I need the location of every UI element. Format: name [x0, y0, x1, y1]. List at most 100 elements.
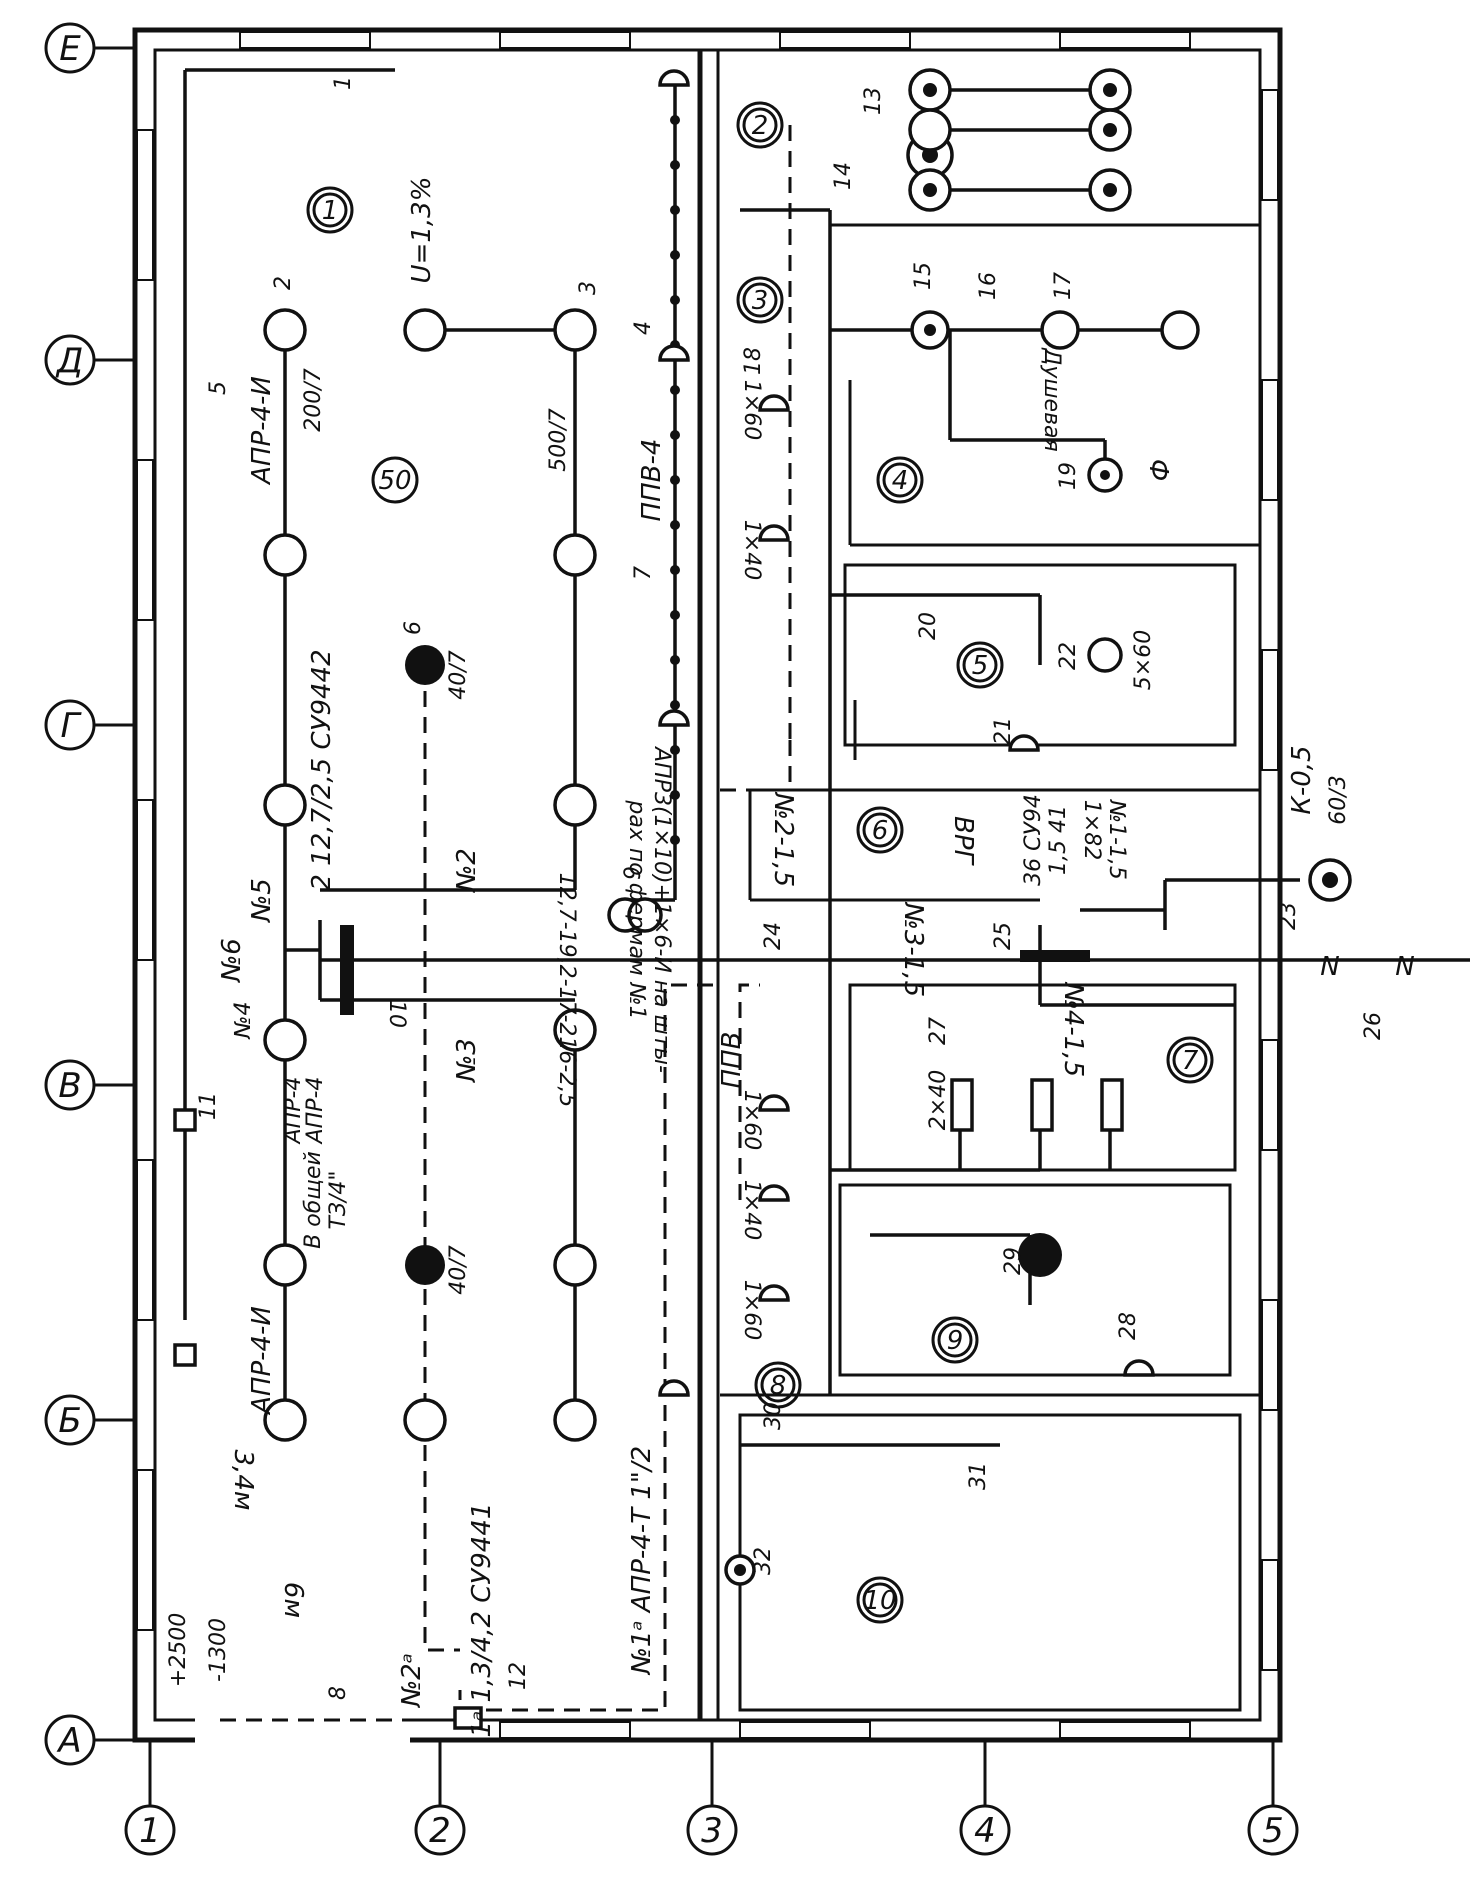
item-9: 9	[621, 866, 646, 880]
lamp-filled	[405, 645, 445, 685]
label-n1-15: №1-1,5	[1104, 799, 1129, 880]
room-9: 9	[947, 1326, 964, 1356]
label-apr3: АПР3(1×10)+1×6-И на шты-	[649, 745, 674, 1073]
item-13: 13	[861, 87, 886, 115]
label-dim-34: 3,4м	[228, 1450, 258, 1511]
label-common: В общей	[301, 1151, 326, 1249]
room-10: 10	[863, 1586, 896, 1616]
label-n3-15: №3-1,5	[898, 901, 928, 997]
room-2: 2	[752, 111, 769, 141]
label-ppv4: ППВ-4	[637, 439, 667, 522]
label-n3: №3	[452, 1038, 482, 1084]
label-su94: 36 СУ94	[1021, 794, 1046, 886]
label-nn2: N	[1395, 952, 1414, 982]
label-n2-15: №2-1,5	[768, 791, 798, 887]
label-x60c: 1×60	[739, 1280, 764, 1340]
lamp	[553, 1243, 597, 1287]
item-3: 3	[576, 281, 601, 295]
distribution-board	[340, 925, 354, 1015]
label-n2a: №2ᵃ	[397, 1653, 427, 1709]
item-15: 15	[911, 262, 936, 290]
label-x40a: 1×40	[739, 520, 764, 580]
axis-3: 3	[701, 1811, 723, 1851]
item-27: 27	[926, 1017, 951, 1045]
item-numbers: 1 2 3 4 5 6 7 8 9 10 11 12 13 14 15 16 1…	[196, 76, 1386, 1700]
item-32: 32	[751, 1547, 776, 1575]
room-7: 7	[1182, 1046, 1199, 1076]
item-1: 1	[331, 76, 356, 90]
label-n5: №5	[247, 878, 277, 924]
item-5: 5	[206, 381, 231, 395]
lamp-filled	[405, 1245, 445, 1285]
item-24: 24	[761, 922, 786, 950]
item-23: 23	[1276, 902, 1301, 930]
axis-E: Е	[59, 29, 81, 69]
label-rakh: рах по фермам №1	[624, 799, 649, 1019]
item-26: 26	[1361, 1012, 1386, 1040]
label-frac-200: 200/7	[301, 368, 326, 431]
axis-5: 5	[1262, 1811, 1284, 1851]
item-12: 12	[506, 1662, 531, 1690]
busbar-nodes	[670, 115, 680, 845]
lamp	[553, 783, 597, 827]
label-x560: 5×60	[1131, 630, 1156, 690]
axis-A: А	[56, 1721, 81, 1761]
room-6: 6	[872, 816, 889, 846]
axis-D: Д	[55, 341, 84, 381]
wiring-room-1	[183, 68, 1470, 1722]
label-tz: ТЗ/4"	[326, 1170, 351, 1229]
item-29: 29	[1001, 1247, 1026, 1275]
item-22: 22	[1056, 642, 1081, 670]
label-n1a: №1ᵃ АПР-4-Т 1"/2	[627, 1446, 657, 1676]
item-28: 28	[1116, 1312, 1141, 1340]
axis-B: Б	[58, 1401, 81, 1441]
label-u13: U=1,3%	[407, 177, 437, 284]
item-7: 7	[631, 566, 656, 580]
label-cable: 12,7-19,2-17-216-2,5	[554, 873, 579, 1108]
wiring-right	[720, 68, 1352, 1586]
item-2: 2	[271, 276, 296, 290]
label-apr-top: АПР-4-И	[247, 376, 277, 486]
label-frac-500: 500/7	[546, 408, 571, 471]
label-x40b: 1×40	[739, 1180, 764, 1240]
label-k05: К-0,5	[1287, 745, 1317, 814]
lamp	[403, 308, 447, 352]
label-n82: 1×82	[1079, 800, 1104, 860]
item-25: 25	[991, 922, 1016, 950]
label-dim-6: 6м	[278, 1582, 308, 1618]
lamp	[263, 308, 307, 352]
item-16: 16	[976, 272, 1001, 300]
axis-letters: А Б В Г Д Е	[44, 22, 135, 1766]
item-17: 17	[1051, 272, 1076, 300]
room-50: 50	[378, 466, 411, 496]
lamp	[263, 1018, 307, 1062]
lamp	[553, 1008, 597, 1052]
lamp	[553, 1398, 597, 1442]
label-apr4b: АПР-4	[303, 1077, 328, 1146]
room-3: 3	[752, 286, 769, 316]
item-19: 19	[1056, 462, 1081, 490]
lamp	[553, 308, 597, 352]
label-k-frac: 60/3	[1326, 775, 1351, 824]
item-11: 11	[196, 1092, 221, 1120]
room-1: 1	[322, 196, 339, 226]
label-dush: Душевая	[1039, 347, 1064, 452]
room-numbers: 1 2 3 4 5 6 7 8 9 10 50	[306, 101, 1214, 1624]
item-21: 21	[991, 717, 1016, 745]
item-31: 31	[966, 1462, 991, 1490]
item-20: 20	[916, 612, 941, 640]
label-x60b: 1×60	[739, 1090, 764, 1150]
label-frac-40a: 40/7	[446, 650, 471, 699]
label-frac-40b: 40/7	[446, 1245, 471, 1294]
lamp	[403, 1398, 447, 1442]
label-f: Ф	[1143, 459, 1173, 481]
item-6: 6	[401, 621, 426, 635]
label-su94b: 1,5 41	[1046, 805, 1071, 875]
axis-numbers: 1 2 3 4 5	[124, 1740, 1299, 1856]
item-4: 4	[631, 321, 656, 335]
item-18: 18	[741, 347, 766, 375]
labels: АПР-4-И АПР-4-И №5 №6 №4 №2 №3 №2ᵃ №1ᵃ А…	[166, 177, 1415, 1738]
label-n2: №2	[452, 848, 482, 894]
room-5: 5	[972, 651, 989, 681]
